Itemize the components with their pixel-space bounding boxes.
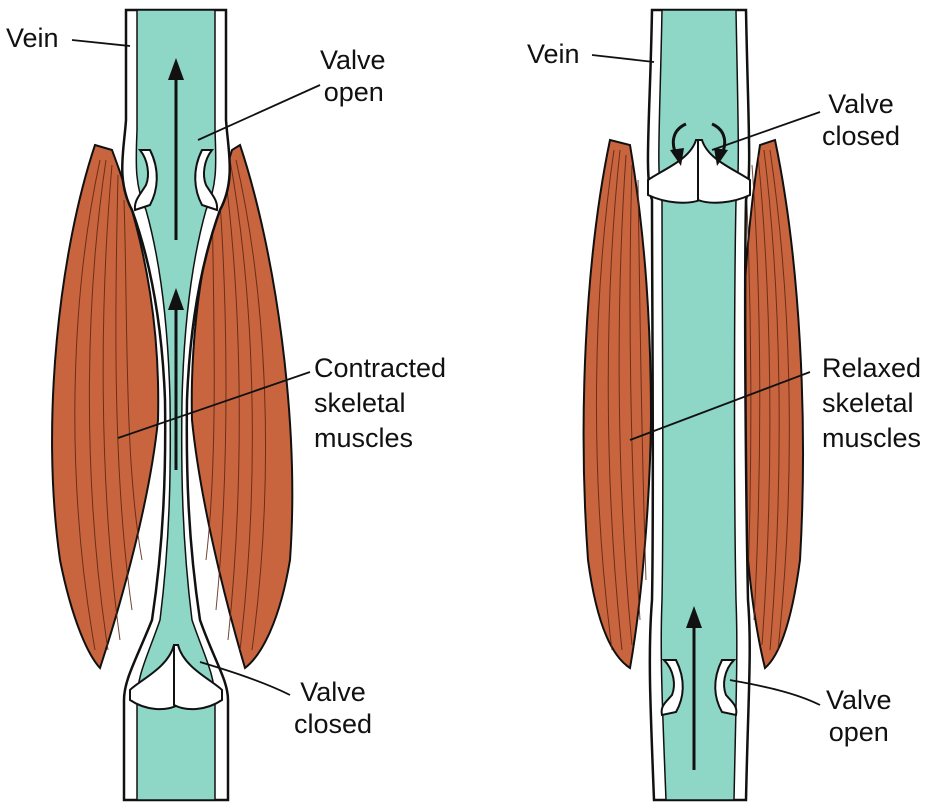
right-muscle-left [584,140,651,668]
right-panel [584,10,820,800]
left-muscles-label-line3: muscles [314,422,446,454]
right-bottom-valve-label-line1: Valve [826,684,892,716]
right-bottom-valve-label-line2: open [826,716,892,748]
left-bottom-valve-label-line1: Valve [294,676,372,708]
left-muscles-label-line2: skeletal [314,387,446,419]
left-top-valve-label-line1: Valve [320,44,386,76]
right-muscles-label-line1: Relaxed [822,352,921,384]
right-vein-blood [659,10,738,800]
left-vein-leader [72,40,130,46]
left-panel [52,10,320,800]
right-top-valve-label-line2: closed [822,120,900,152]
right-muscles-label-line2: skeletal [822,387,921,419]
right-muscles-label: Relaxed skeletal muscles [822,352,921,454]
left-top-valve-label: Valve open [320,44,386,108]
right-vein-leader [592,55,654,62]
right-muscle-right [741,140,803,668]
left-vein-label: Vein [6,22,59,54]
right-vein-label: Vein [527,38,580,70]
right-muscles-label-line3: muscles [822,422,921,454]
left-bottom-valve-label-line2: closed [294,708,372,740]
right-top-valve-label: Valve closed [822,88,900,152]
left-muscles-label: Contracted skeletal muscles [314,352,446,454]
left-bottom-valve-label: Valve closed [294,676,372,740]
left-top-valve-label-line2: open [322,76,386,108]
right-top-valve-label-line1: Valve [822,88,900,120]
left-muscles-label-line1: Contracted [314,352,446,384]
right-bottom-valve-label: Valve open [826,684,892,748]
